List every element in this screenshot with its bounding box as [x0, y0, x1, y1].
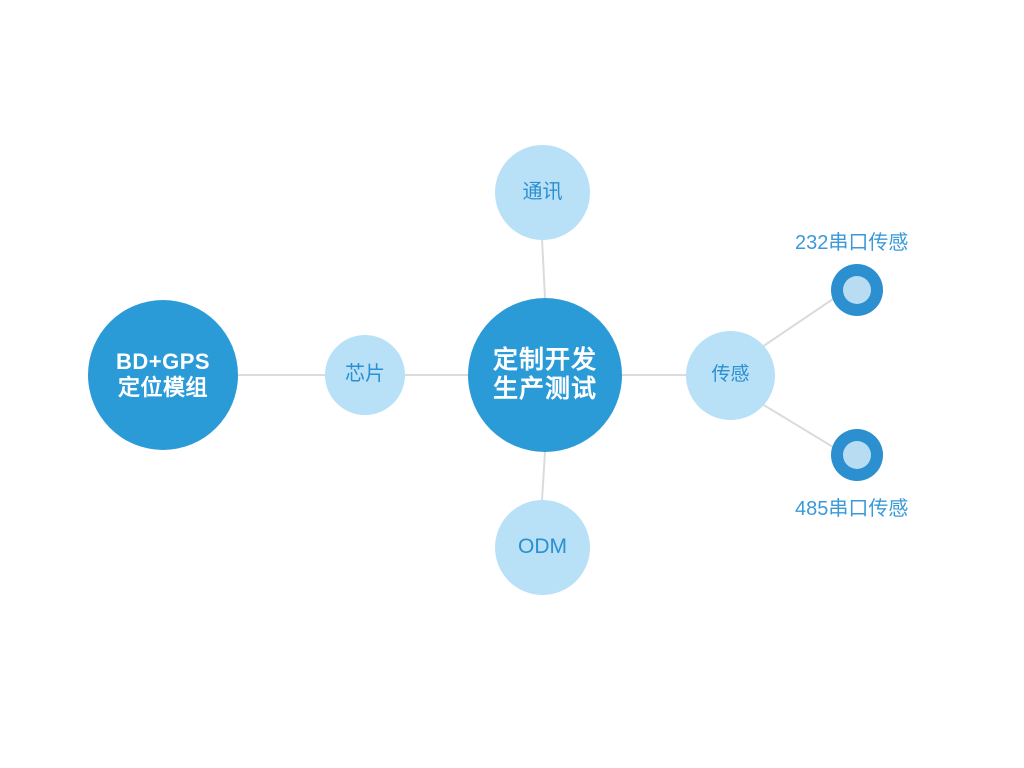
node-communication[interactable]: 通讯	[495, 145, 590, 240]
edge-sensor-serial485	[761, 403, 834, 448]
node-bd-gps-module-label: BD+GPS 定位模组	[115, 349, 211, 400]
edge-core-comm	[541, 238, 546, 299]
node-bd-gps-module[interactable]: BD+GPS 定位模组	[88, 300, 238, 450]
node-chip[interactable]: 芯片	[325, 335, 405, 415]
node-core-label: 定制开发 生产测试	[492, 345, 597, 404]
node-sensor-label: 传感	[711, 364, 750, 386]
node-communication-label: 通讯	[522, 180, 563, 203]
node-sensor[interactable]: 传感	[686, 331, 775, 420]
node-custom-development-production-test[interactable]: 定制开发 生产测试	[468, 298, 622, 452]
edge-sensor-serial232	[761, 298, 834, 348]
node-chip-label: 芯片	[345, 363, 385, 386]
edge-core-odm	[541, 451, 546, 501]
node-serial-485-label: 485串口传感	[795, 498, 909, 520]
node-serial-232-label: 232串口传感	[795, 232, 909, 254]
node-odm-label: ODM	[518, 535, 567, 559]
node-serial-485-ring-icon[interactable]	[831, 429, 883, 481]
node-odm[interactable]: ODM	[495, 500, 590, 595]
node-serial-232-ring-icon[interactable]	[831, 264, 883, 316]
